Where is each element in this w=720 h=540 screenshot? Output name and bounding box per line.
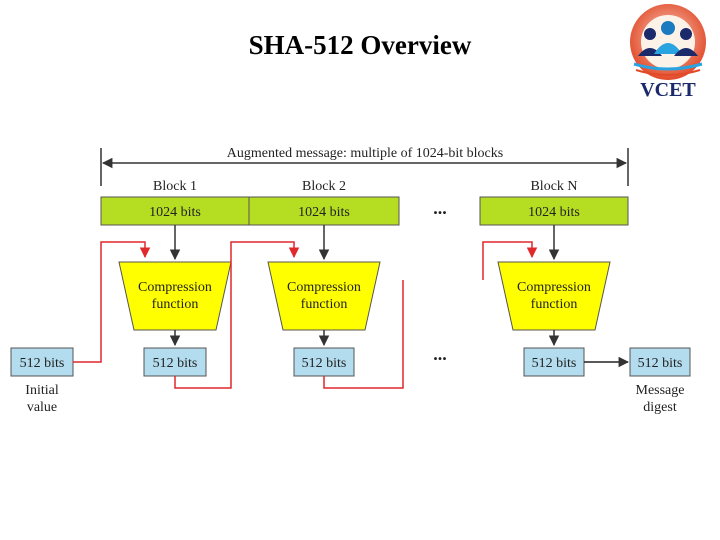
state-label-initial: 512 bits — [20, 356, 65, 371]
logo-wave — [633, 62, 703, 71]
digest-label-line2: digest — [643, 400, 677, 415]
feedback-into-n — [482, 241, 538, 280]
compression-function-n — [497, 261, 611, 331]
block-name-1: Block 1 — [153, 179, 197, 194]
span-label: Augmented message: multiple of 1024-bit … — [227, 146, 503, 161]
block-name-2: Block 2 — [302, 179, 346, 194]
compression-label-2b: function — [301, 297, 348, 312]
block-bits-n: 1024 bits — [528, 205, 580, 220]
state-box-digest — [629, 347, 691, 377]
logo-figure-body — [674, 48, 698, 56]
logo-figure-body — [654, 43, 682, 54]
compression-label-1a: Compression — [138, 280, 212, 295]
message-block-n — [479, 196, 629, 226]
feedback-1-to-2 — [174, 241, 300, 389]
compression-label-nb: function — [531, 297, 578, 312]
digest-label-line1: Message — [636, 383, 685, 398]
block-bits-2: 1024 bits — [298, 205, 350, 220]
state-label-1: 512 bits — [153, 356, 198, 371]
compression-function-2 — [267, 261, 381, 331]
logo-wave — [635, 69, 701, 76]
logo-text: VCET — [640, 79, 696, 101]
state-label-n: 512 bits — [532, 356, 577, 371]
ellipsis-blocks: ... — [433, 198, 447, 218]
feedback-2-out — [323, 280, 404, 389]
feedback-initial-to-1 — [73, 241, 151, 363]
state-box-2 — [293, 347, 355, 377]
compression-label-na: Compression — [517, 280, 591, 295]
span-label-bg — [200, 144, 530, 160]
logo-figure-head — [680, 28, 692, 40]
vcet-logo: VCET — [630, 4, 706, 101]
logo-figure-head — [644, 28, 656, 40]
compression-label-2a: Compression — [287, 280, 361, 295]
compression-label-1b: function — [152, 297, 199, 312]
initial-label-line2: value — [27, 400, 57, 415]
ellipsis-states: ... — [433, 344, 447, 364]
block-name-n: Block N — [530, 179, 577, 194]
state-label-2: 512 bits — [302, 356, 347, 371]
slide-title: SHA-512 Overview — [248, 30, 472, 60]
initial-label-line1: Initial — [25, 383, 59, 398]
logo-figure-head — [661, 21, 675, 35]
state-label-digest: 512 bits — [638, 356, 683, 371]
block-bits-1: 1024 bits — [149, 205, 201, 220]
compression-function-1 — [118, 261, 232, 331]
state-box-initial — [10, 347, 74, 377]
message-block-2 — [248, 196, 400, 226]
